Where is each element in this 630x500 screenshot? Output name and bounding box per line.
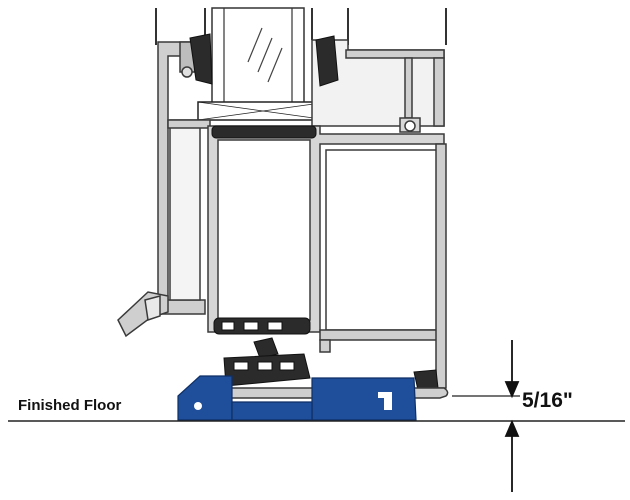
frame-top-lines — [155, 8, 447, 45]
dimension-label: 5/16" — [522, 389, 573, 412]
finished-floor-label: Finished Floor — [18, 397, 122, 414]
dimension-arrows — [504, 340, 520, 492]
door-leaf-profile — [207, 125, 447, 389]
setting-block — [197, 101, 329, 121]
glass-pane — [211, 7, 305, 104]
sash-profile-left — [157, 41, 211, 315]
drip-lip — [117, 291, 169, 338]
threshold-profile — [177, 375, 417, 421]
